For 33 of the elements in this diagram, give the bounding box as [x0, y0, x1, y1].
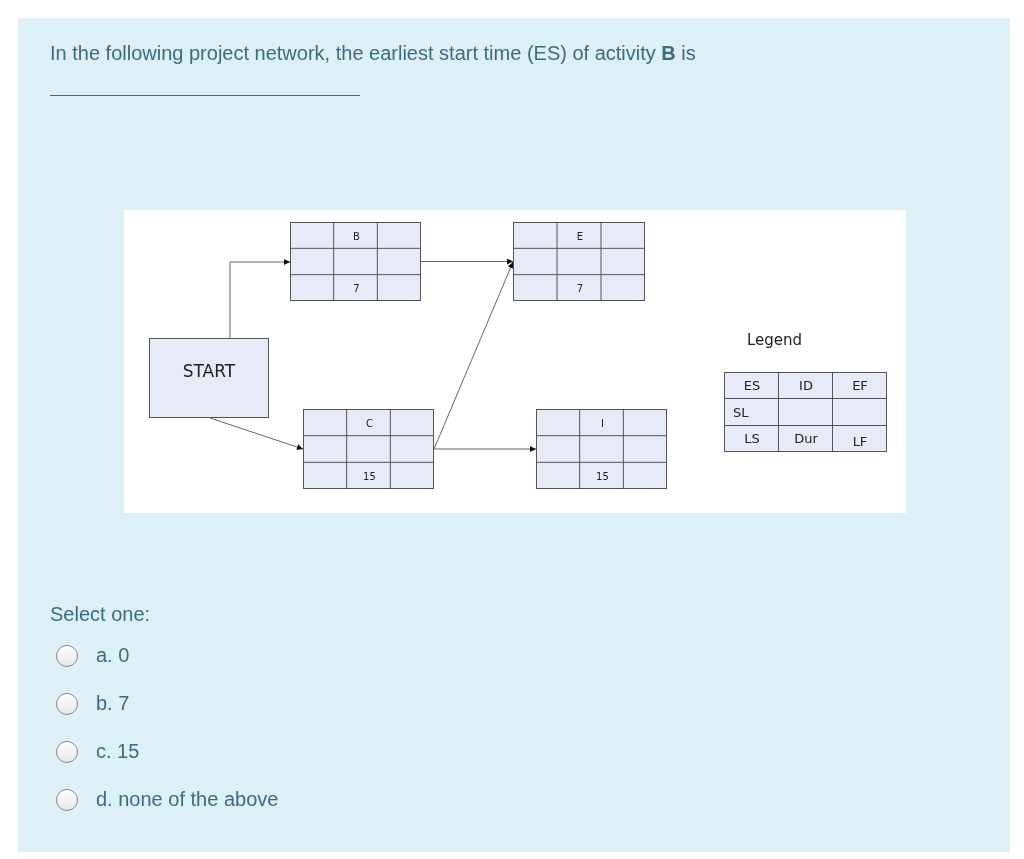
prompt-text: Select one:	[50, 603, 151, 626]
legend-abbreviation: EF	[851, 378, 869, 393]
legend-abbreviation: SL	[733, 404, 749, 420]
option-text: b. 7	[96, 692, 130, 715]
activity-table	[536, 409, 667, 489]
start-box	[149, 338, 269, 418]
activity-table	[303, 409, 434, 489]
activity-id: E	[575, 229, 585, 244]
legend-abbreviation: LF	[851, 434, 869, 449]
question-text: In the following project network, the earliest start time (ES) of activity B is	[50, 42, 696, 65]
arrow	[209, 417, 304, 450]
legend-abbreviation: LS	[743, 431, 761, 446]
duration-value: 7	[575, 282, 585, 297]
option-text: c. 15	[96, 740, 140, 763]
arrow	[433, 261, 514, 450]
legend-abbreviation: ES	[742, 378, 762, 393]
arrow	[420, 258, 514, 265]
duration-value: 15	[595, 470, 610, 485]
activity-table	[513, 222, 645, 301]
option-text: d. none of the above	[96, 788, 279, 811]
duration-value: 15	[362, 470, 377, 485]
activity-table	[290, 222, 421, 301]
arrow	[433, 446, 537, 452]
legend-abbreviation: ID	[798, 378, 814, 393]
activity-id: I	[600, 416, 605, 431]
activity-id: C	[365, 416, 374, 431]
legend-heading: Legend	[747, 331, 803, 349]
arrow	[229, 259, 291, 339]
duration-value: 7	[352, 282, 361, 297]
activity-id: B	[352, 229, 361, 244]
legend-abbreviation: Dur	[793, 431, 819, 446]
option-text: a. 0	[96, 644, 130, 667]
node-label: START	[181, 361, 237, 381]
